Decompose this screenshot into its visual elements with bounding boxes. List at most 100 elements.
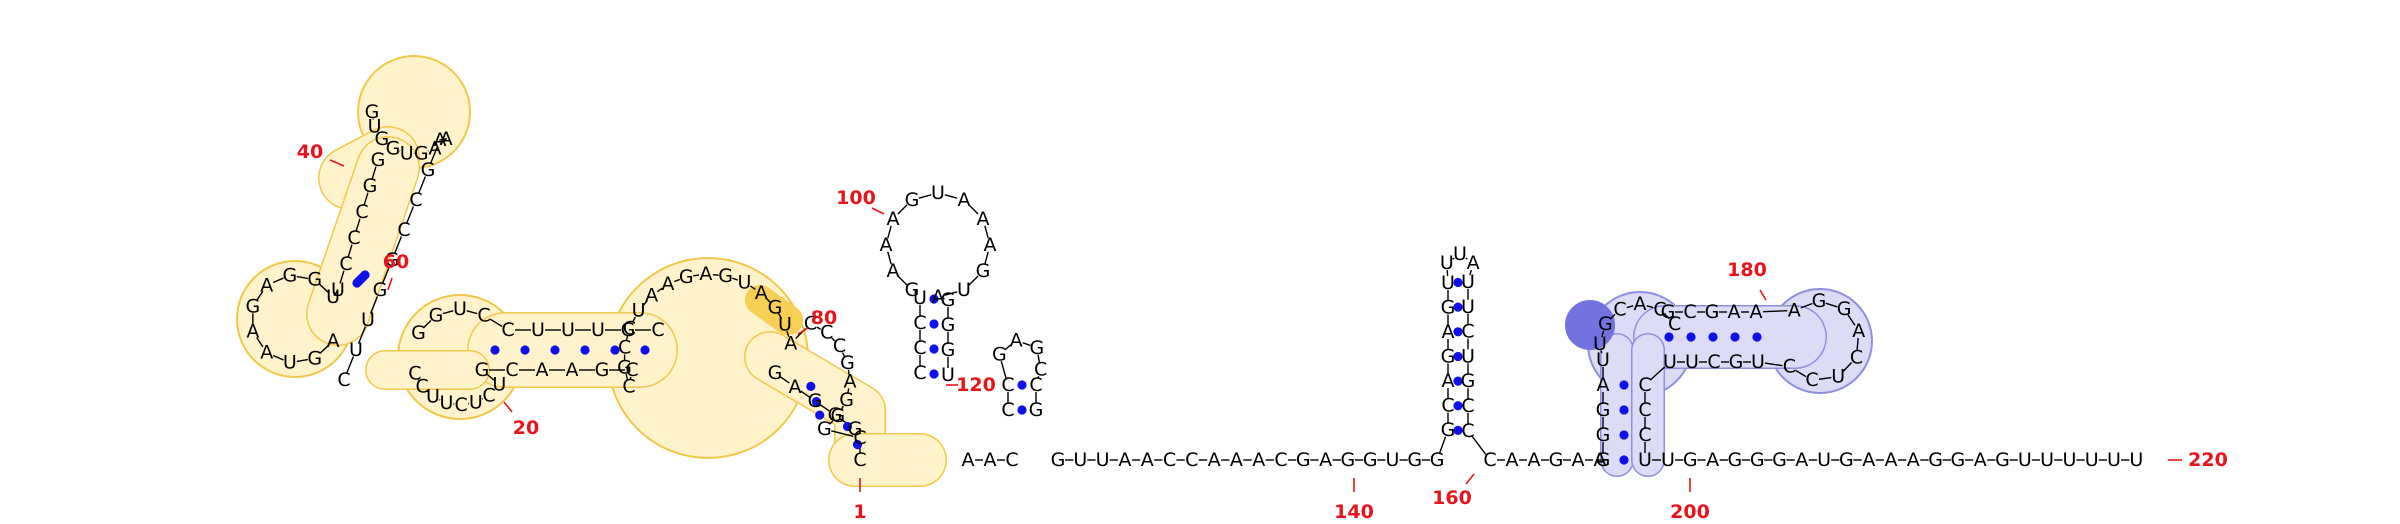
nucleotide-u: U [1831, 366, 1845, 388]
nucleotide-c: C [397, 219, 410, 241]
nucleotide-c: C [1653, 298, 1666, 320]
backbone-link [984, 225, 989, 239]
backbone-link [296, 358, 308, 363]
pair-dot [1453, 327, 1463, 337]
nucleotide-g: G [365, 101, 380, 123]
nucleotide-g: G [414, 142, 429, 164]
nucleotide-a: A [429, 137, 442, 159]
nucleotide-a: A [932, 286, 945, 308]
nucleotide-a: A [755, 282, 768, 304]
backbone-link [493, 389, 495, 391]
nucleotide-g: G [1661, 301, 1676, 323]
nucleotide-g: G [905, 279, 920, 301]
backbone-link [339, 270, 345, 284]
nucleotide-g: G [817, 418, 832, 440]
nucleotide-g: G [1729, 351, 1744, 373]
backbone-link [786, 330, 790, 337]
pair-dot [1017, 405, 1027, 415]
nucleotide-c: C [347, 227, 360, 249]
nucleotide-g: G [941, 339, 956, 361]
nucleotide-u: U [1661, 449, 1675, 471]
nucleotide-g: G [1928, 449, 1943, 471]
nucleotide-a: A [1788, 299, 1801, 321]
nucleotide-a: A [962, 449, 975, 471]
nucleotide-u: U [1461, 271, 1475, 293]
backbone-link [712, 273, 719, 276]
pair-dot [852, 439, 863, 450]
backbone-link [355, 218, 361, 232]
nucleotide-a: A [984, 234, 997, 256]
nucleotide-g: G [1363, 449, 1378, 471]
nucleotide-a: A [1597, 374, 1610, 396]
backbone-link [319, 283, 329, 293]
nucleotide-g: G [1461, 370, 1476, 392]
nucleotide-a: A [1572, 449, 1585, 471]
position-label-1: 1 [853, 501, 866, 523]
nucleotide-a: A [1230, 449, 1243, 471]
pair-dot [1730, 332, 1740, 342]
nucleotide-c: C [1001, 399, 1014, 421]
nucleotide-a: A [1010, 329, 1023, 351]
nucleotide-g: G [1839, 449, 1854, 471]
highlight-stem-diag-fill [307, 137, 419, 345]
nucleotide-a: A [1750, 301, 1763, 323]
nucleotide-g: G [1596, 449, 1611, 471]
backbone-link [1000, 361, 1007, 379]
nucleotide-g: G [992, 343, 1007, 365]
backbone-link [1601, 330, 1605, 338]
position-label-80: 80 [811, 307, 837, 329]
nucleotide-a: A [246, 321, 259, 343]
position-label-180: 180 [1727, 259, 1767, 281]
backbone-link [887, 225, 892, 239]
pair-dot [1708, 332, 1718, 342]
nucleotide-c: C [913, 312, 926, 334]
backbone-link [780, 376, 790, 384]
nucleotide-a: A [1141, 449, 1154, 471]
pair-dot [811, 397, 822, 407]
nucleotide-g: G [840, 352, 855, 374]
nucleotide-c: C [501, 319, 514, 341]
nucleotide-a: A [645, 285, 658, 307]
nucleotide-a: A [566, 359, 579, 381]
nucleotide-c: C [409, 189, 422, 211]
nucleotide-u: U [1453, 243, 1467, 265]
nucleotide-u: U [1817, 449, 1831, 471]
nucleotide-g: G [1596, 399, 1611, 421]
nucleotide-c: C [1683, 301, 1696, 323]
nucleotide-g: G [976, 260, 991, 282]
nucleotide-g: G [371, 149, 386, 171]
pair-dot [1752, 332, 1762, 342]
nucleotide-c: C [1638, 424, 1651, 446]
nucleotide-a: A [984, 449, 997, 471]
nucleotide-g: G [1296, 449, 1311, 471]
nucleotide-u: U [2129, 449, 2143, 471]
backbone-link [1664, 313, 1671, 320]
nucleotide-a: A [1467, 252, 1480, 274]
nucleotide-u: U [492, 374, 506, 396]
nucleotide-a: A [1442, 370, 1455, 392]
pair-dot [1453, 302, 1463, 312]
nucleotide-u: U [737, 271, 751, 293]
nucleotide-c: C [408, 362, 421, 384]
nucleotide-u: U [426, 386, 440, 408]
nucleotide-u: U [1751, 351, 1765, 373]
nucleotide-u: U [1461, 345, 1475, 367]
nucleotide-c: C [1461, 395, 1474, 417]
nucleotide-c: C [455, 394, 468, 416]
nucleotide-g: G [768, 362, 783, 384]
nucleotide-g: G [848, 418, 863, 440]
pair-dot [1453, 425, 1463, 435]
nucleotide-g: G [1772, 449, 1787, 471]
nucleotide-u: U [1663, 351, 1677, 373]
backbone-link [820, 404, 830, 412]
nucleotide-a: A [784, 332, 797, 354]
nucleotide-a: A [1319, 449, 1332, 471]
backbone-link [1800, 302, 1813, 309]
nucleotide-c: C [1029, 374, 1042, 396]
backbone-link [439, 138, 448, 141]
backbone-link [1856, 338, 1859, 351]
nucleotide-g: G [1837, 298, 1852, 320]
nucleotide-a: A [1706, 449, 1719, 471]
nucleotide-c: C [853, 449, 866, 471]
